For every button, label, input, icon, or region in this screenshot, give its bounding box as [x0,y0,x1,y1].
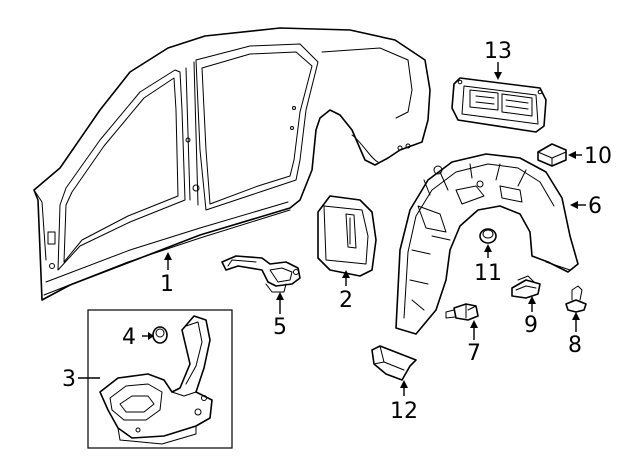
callout-12: 12 [390,399,418,424]
callout-9: 9 [524,313,538,338]
callout-5: 5 [273,315,287,340]
clip-nut-part-9[interactable] [511,275,541,299]
callout-11: 11 [474,261,502,286]
callout-6: 6 [588,194,602,219]
callout-10: 10 [584,144,612,169]
push-pin-part-8[interactable] [565,285,587,313]
wheelhouse-liner-part[interactable] [395,153,579,335]
inset-box [87,309,233,449]
bolt-part-7[interactable] [445,303,479,321]
callout-8: 8 [568,333,582,358]
actuator-part[interactable] [221,255,301,293]
fuel-housing-part[interactable] [99,315,213,445]
grommet-part-4[interactable] [152,326,168,344]
callout-3: 3 [62,367,76,392]
bracket-part-12[interactable] [371,345,417,381]
callout-13: 13 [484,39,512,64]
vent-grille-part[interactable] [451,77,547,133]
callout-labels: 1 2 3 4 5 6 7 8 9 10 11 12 13 [62,39,612,424]
callout-4: 4 [122,325,136,350]
plug-part-11[interactable] [479,228,497,244]
quarter-panel-part[interactable] [33,27,431,301]
callout-2: 2 [339,288,353,313]
callout-1: 1 [160,272,174,297]
fuel-door-part[interactable] [317,195,377,277]
leader-lines [78,62,586,396]
callout-7: 7 [467,341,481,366]
clip-part-10[interactable] [537,143,567,167]
